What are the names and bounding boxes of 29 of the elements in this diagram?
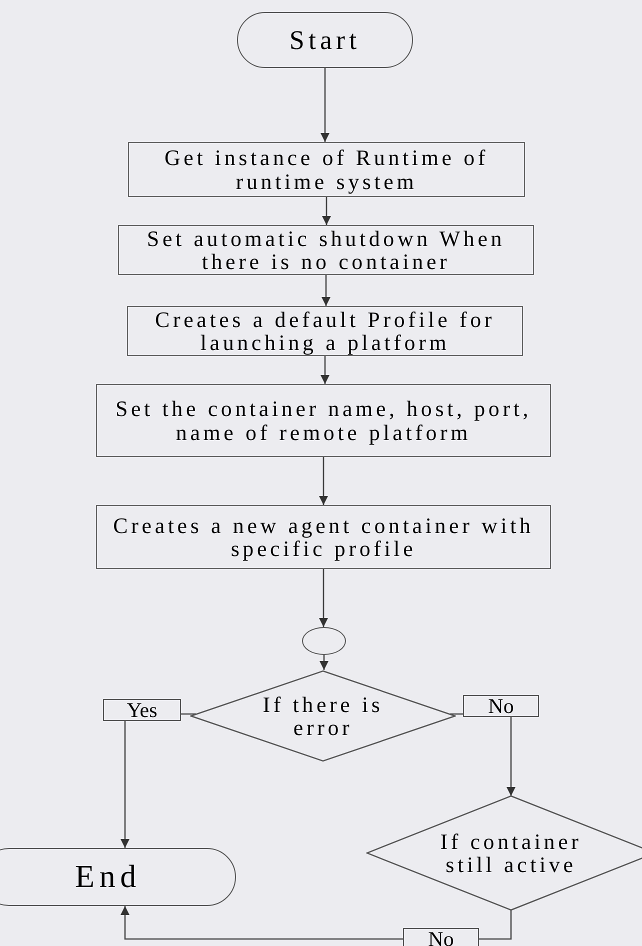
- node-text: Creates a default Profile for launching a platform: [154, 308, 496, 354]
- process-box: [96, 384, 551, 457]
- decision-diamond: [366, 795, 642, 911]
- edge-label: No: [463, 695, 539, 717]
- arrow: [320, 356, 330, 384]
- arrow: [321, 275, 331, 306]
- node-text: If there is error: [262, 692, 384, 740]
- process-box: [128, 142, 525, 197]
- decision-diamond: [190, 670, 456, 762]
- process-box: [127, 306, 523, 356]
- node-text: Set the container name, host, port, name of remote platform: [114, 397, 533, 444]
- terminal-box: [0, 848, 236, 906]
- node-text: Start: [289, 26, 361, 54]
- node-text: End: [75, 860, 141, 894]
- node-text: If container still active: [439, 830, 583, 876]
- edge-label: No: [403, 928, 479, 946]
- connector-circle: [302, 627, 346, 655]
- edge-label: Yes: [103, 699, 181, 721]
- process-box: [96, 505, 551, 569]
- node-text: Creates a new agent container with specific profile: [112, 514, 535, 560]
- terminal-box: [237, 12, 413, 68]
- node-text: Set automatic shutdown When there is no container: [146, 226, 506, 274]
- arrow: [318, 569, 328, 627]
- arrow: [320, 68, 330, 142]
- process-box: [118, 225, 534, 275]
- arrow: [322, 197, 332, 225]
- arrow: [319, 655, 329, 670]
- node-text: Get instance of Runtime of runtime system: [163, 146, 490, 193]
- arrow: [318, 457, 328, 505]
